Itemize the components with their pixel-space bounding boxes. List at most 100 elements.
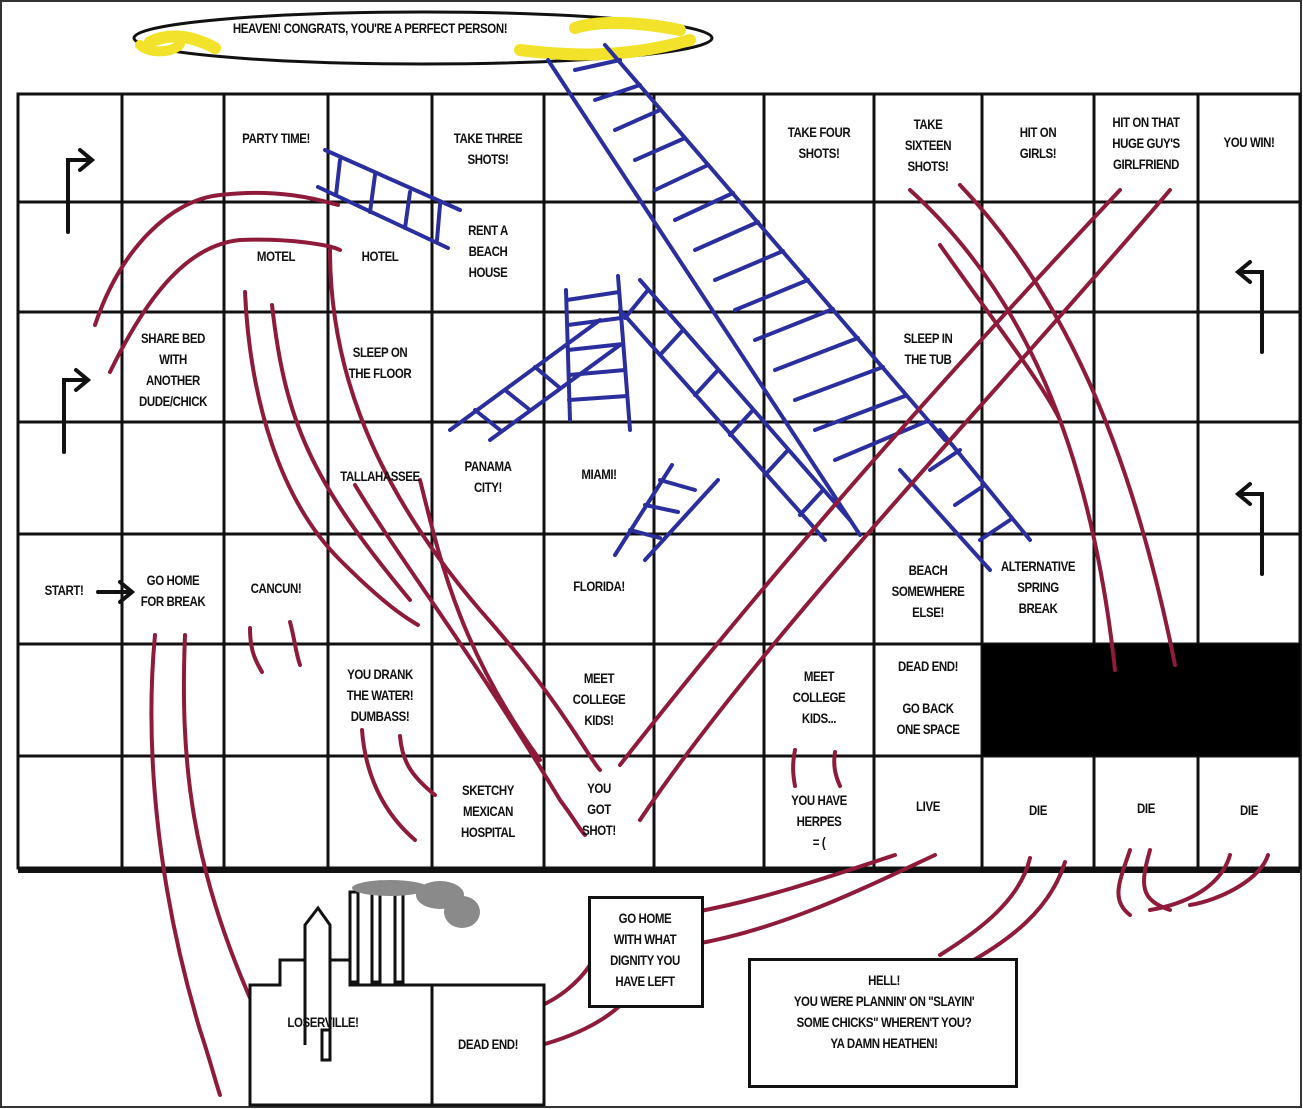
- hell-label: HELL!YOU WERE PLANNIN' ON "SLAYIN'SOME C…: [776, 970, 992, 1054]
- label-line: YOU DRANK: [337, 664, 422, 685]
- label-line: BREAK: [992, 598, 1084, 619]
- label-line: TAKE THREE: [442, 128, 534, 149]
- label-line: = (: [774, 832, 864, 853]
- cell-label-tallahassee: TALLAHASSEE: [337, 466, 422, 487]
- label-line: YOU HAVE: [774, 790, 864, 811]
- label-line: TAKE: [884, 114, 973, 135]
- label-line: RENT A: [442, 220, 534, 241]
- label-line: DUMBASS!: [337, 706, 422, 727]
- label-line: HUGE GUY'S: [1103, 133, 1188, 154]
- label-line: HIT ON: [992, 122, 1084, 143]
- label-line: THE TUB: [884, 349, 973, 370]
- cell-label-die2: DIE: [1103, 798, 1188, 819]
- loserville-label: LOSERVILLE!: [278, 1012, 368, 1033]
- label-line: YOU WIN!: [1207, 132, 1291, 153]
- label-line: HOSPITAL: [442, 822, 534, 843]
- cell-label-hit-on-huge: HIT ON THATHUGE GUY'SGIRLFRIEND: [1103, 112, 1188, 175]
- label-line: DIE: [1207, 800, 1291, 821]
- label-line: ELSE!: [884, 602, 973, 623]
- label-line: SLEEP IN: [884, 328, 973, 349]
- cell-label-cancun: CANCUN!: [233, 578, 318, 599]
- label-line: YOU WERE PLANNIN' ON "SLAYIN': [776, 991, 992, 1012]
- label-line: GIRLS!: [992, 143, 1084, 164]
- loserville-factory: [250, 885, 544, 1105]
- cell-label-die3: DIE: [1207, 800, 1291, 821]
- label-line: ALTERNATIVE: [992, 556, 1084, 577]
- label-line: CITY!: [442, 477, 534, 498]
- label-line: SIXTEEN: [884, 135, 973, 156]
- label-line: DIGNITY YOU: [600, 950, 690, 971]
- cell-label-party-time: PARTY TIME!: [233, 128, 318, 149]
- label-line: HERPES: [774, 811, 864, 832]
- label-line: MEET: [554, 668, 644, 689]
- label-line: KIDS...: [774, 708, 864, 729]
- label-line: BEACH: [442, 241, 534, 262]
- label-line: THE WATER!: [337, 685, 422, 706]
- heaven-label: HEAVEN! CONGRATS, YOU'RE A PERFECT PERSO…: [198, 18, 542, 39]
- label-line: YA DAMN HEATHEN!: [776, 1033, 992, 1054]
- cell-label-miami: MIAMI!: [554, 464, 644, 485]
- label-line: YOU: [554, 778, 644, 799]
- label-line: [884, 677, 973, 698]
- label-line: BEACH: [884, 560, 973, 581]
- label-line: SHOTS!: [884, 156, 973, 177]
- label-line: KIDS!: [554, 710, 644, 731]
- label-line: SHOTS!: [774, 143, 864, 164]
- label-line: FOR BREAK: [131, 591, 215, 612]
- cell-label-motel: MOTEL: [233, 246, 318, 267]
- label-line: COLLEGE: [554, 689, 644, 710]
- label-line: SPRING: [992, 577, 1084, 598]
- label-line: HOUSE: [442, 262, 534, 283]
- cell-label-drank-water: YOU DRANKTHE WATER!DUMBASS!: [337, 664, 422, 727]
- cell-label-florida: FLORIDA!: [554, 576, 644, 597]
- label-line: GO HOME: [131, 570, 215, 591]
- label-line: DUDE/CHICK: [131, 391, 215, 412]
- label-line: PANAMA: [442, 456, 534, 477]
- label-line: DIE: [992, 800, 1084, 821]
- label-line: TALLAHASSEE: [337, 466, 422, 487]
- label-line: HIT ON THAT: [1103, 112, 1188, 133]
- label-line: MEXICAN: [442, 801, 534, 822]
- label-line: LIVE: [884, 796, 973, 817]
- label-line: HAVE LEFT: [600, 971, 690, 992]
- label-line: GO BACK: [884, 698, 973, 719]
- cell-label-meet-kids2: MEETCOLLEGEKIDS...: [774, 666, 864, 729]
- label-line: PARTY TIME!: [233, 128, 318, 149]
- label-line: SHOT!: [554, 820, 644, 841]
- cell-label-sleep-floor: SLEEP ONTHE FLOOR: [337, 342, 422, 384]
- label-line: GIRLFRIEND: [1103, 154, 1188, 175]
- label-line: WITH: [131, 349, 215, 370]
- label-line: ANOTHER: [131, 370, 215, 391]
- cell-label-live: LIVE: [884, 796, 973, 817]
- label-line: MOTEL: [233, 246, 318, 267]
- label-line: SLEEP ON: [337, 342, 422, 363]
- label-line: CANCUN!: [233, 578, 318, 599]
- label-line: HOTEL: [337, 246, 422, 267]
- label-line: SHARE BED: [131, 328, 215, 349]
- label-line: GOT: [554, 799, 644, 820]
- label-line: SOME CHICKS" WHEREN'T YOU?: [776, 1012, 992, 1033]
- label-line: HELL!: [776, 970, 992, 991]
- label-line: MEET: [774, 666, 864, 687]
- label-line: DEAD END!: [884, 656, 973, 677]
- label-line: COLLEGE: [774, 687, 864, 708]
- cell-label-start: START!: [26, 580, 101, 601]
- label-line: GO HOME: [600, 908, 690, 929]
- label-line: MIAMI!: [554, 464, 644, 485]
- label-line: SHOTS!: [442, 149, 534, 170]
- label-line: TAKE FOUR: [774, 122, 864, 143]
- label-line: THE FLOOR: [337, 363, 422, 384]
